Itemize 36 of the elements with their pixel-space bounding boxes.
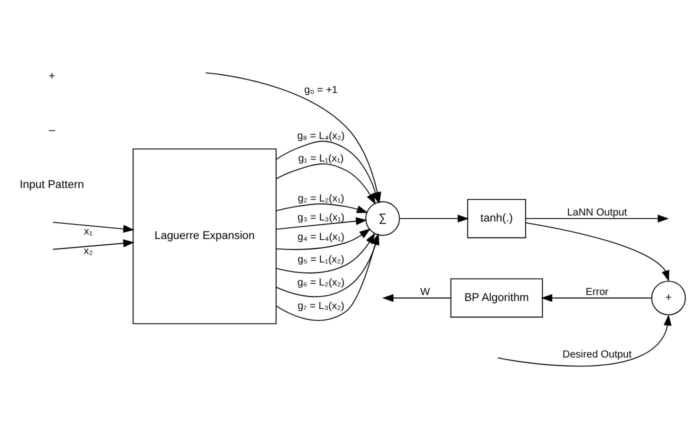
edge-label: g₄ = L₄(x₁) bbox=[298, 231, 344, 242]
arrow bbox=[276, 202, 368, 213]
arrow bbox=[541, 294, 652, 302]
node-box: tanh(.) bbox=[467, 198, 526, 238]
node-circle: ∑ bbox=[365, 200, 400, 236]
edge-label: x₁ bbox=[84, 226, 93, 237]
arrow bbox=[399, 214, 469, 222]
node-circle: + bbox=[651, 280, 686, 315]
edge-label: Error bbox=[586, 286, 608, 298]
arrow bbox=[276, 216, 368, 230]
edge-label: Desired Output bbox=[562, 349, 632, 360]
arrow bbox=[525, 214, 669, 222]
arrow bbox=[497, 314, 672, 366]
label: Input Pattern bbox=[20, 178, 84, 190]
arrow bbox=[525, 222, 670, 282]
arrow bbox=[276, 232, 376, 273]
edge-label: g₂ = L₂(x₁) bbox=[298, 193, 344, 204]
arrow bbox=[52, 238, 134, 250]
node-box: BP Algorithm bbox=[450, 278, 543, 318]
node-box: Laguerre Expansion bbox=[132, 148, 277, 324]
edge-label: g₀ = +1 bbox=[304, 84, 338, 96]
edge-label: x₂ bbox=[84, 246, 93, 257]
edge-label: g₅ = L₁(x₂) bbox=[298, 254, 344, 265]
edge-label: g₇ = L₃(x₂) bbox=[298, 300, 344, 312]
edge-label: g₁ = L₁(x₁) bbox=[298, 152, 344, 164]
arrow bbox=[382, 294, 452, 302]
edge-label: g₈ = L₄(x₂) bbox=[297, 130, 345, 142]
label: – bbox=[48, 124, 55, 136]
label: + bbox=[48, 70, 56, 82]
arrow bbox=[52, 221, 134, 232]
edge-label: W bbox=[420, 286, 430, 298]
arrow bbox=[276, 228, 371, 250]
edge-label: g₆ = L₂(x₂) bbox=[297, 277, 345, 288]
edge-label: LaNN Output bbox=[567, 207, 628, 218]
edge-label: g₃ = L₃(x₁) bbox=[298, 212, 344, 223]
arrow bbox=[276, 162, 376, 204]
